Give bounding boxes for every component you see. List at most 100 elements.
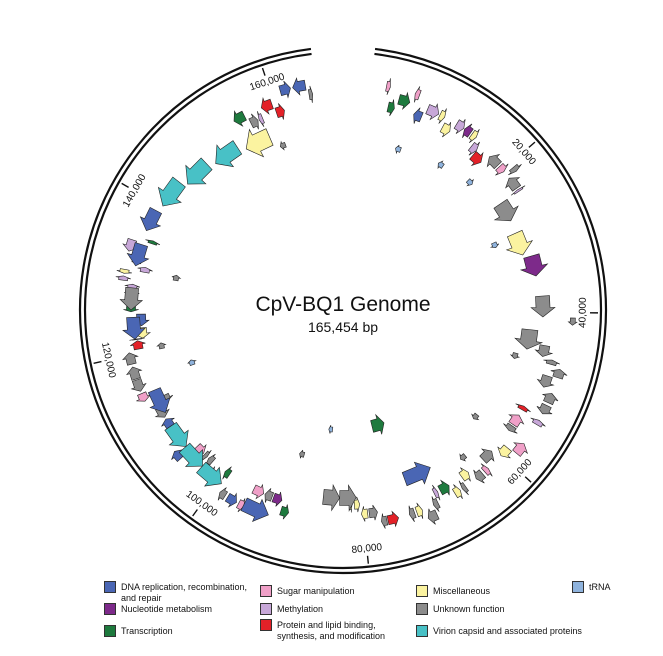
scale-tick <box>524 476 532 483</box>
gene-arrow <box>129 337 145 341</box>
gene-arrow <box>386 99 395 117</box>
gene-arrow <box>437 160 445 170</box>
gene-arrow <box>157 176 186 207</box>
gene-arrow <box>550 369 568 380</box>
gene-arrow <box>307 85 314 103</box>
gene-arrow <box>503 422 518 434</box>
gene-arrow <box>222 466 233 480</box>
gene-arrow <box>240 497 269 522</box>
legend-label: tRNA <box>589 582 611 592</box>
gene-track <box>115 77 578 529</box>
gene-arrow <box>217 487 229 501</box>
gene-arrow <box>459 453 468 462</box>
gene-arrow <box>453 119 466 134</box>
legend-swatch <box>416 625 428 637</box>
gene-arrow <box>187 359 197 366</box>
gene-arrow <box>458 480 469 496</box>
scale-tick <box>121 182 129 188</box>
gene-arrow <box>264 488 275 503</box>
legend-item-virion-capsid: Virion capsid and associated proteins <box>416 625 582 637</box>
scale-tick <box>192 509 198 517</box>
scale-tick <box>93 360 102 364</box>
gene-arrow <box>130 340 146 351</box>
gene-arrow <box>395 144 402 155</box>
gene-arrow <box>512 442 529 457</box>
gene-arrow <box>215 140 243 168</box>
gene-arrow <box>322 483 341 512</box>
legend-label: Miscellaneous <box>433 586 491 596</box>
gene-arrow <box>519 253 549 277</box>
gene-arrow <box>462 123 474 138</box>
scale-tick <box>261 67 266 76</box>
scale-label: 120,000 <box>99 341 117 379</box>
gene-arrow <box>185 157 213 185</box>
gene-arrow <box>196 461 222 487</box>
scale-label: 60,000 <box>506 457 535 487</box>
gene-arrow <box>279 140 287 151</box>
gene-arrow <box>397 91 411 111</box>
gene-arrow <box>530 417 546 428</box>
legend-label: Nucleotide metabolism <box>121 604 213 614</box>
legend-item-trna: tRNA <box>572 581 611 593</box>
gene-arrow <box>126 366 143 381</box>
gene-arrow <box>299 449 306 459</box>
legend-swatch <box>104 625 116 637</box>
gene-arrow <box>567 317 578 326</box>
gene-arrow <box>178 442 203 467</box>
gene-arrow <box>122 352 139 366</box>
gene-arrow <box>251 483 265 500</box>
gene-arrow <box>156 342 167 350</box>
gene-arrow <box>385 78 391 96</box>
gene-arrow <box>161 417 175 430</box>
gene-arrow <box>260 96 274 115</box>
gene-arrow <box>508 414 525 428</box>
gene-arrow <box>248 113 259 130</box>
gene-arrow <box>536 374 555 388</box>
gene-arrow <box>224 492 237 508</box>
scale-label: 100,000 <box>184 489 220 519</box>
legend-label: Sugar manipulation <box>277 586 355 596</box>
scale-tick <box>366 555 370 564</box>
gene-arrow <box>486 153 502 170</box>
gene-arrow <box>370 413 385 435</box>
gene-arrow <box>493 198 519 222</box>
gene-arrow <box>147 387 171 413</box>
gene-arrow <box>508 163 522 176</box>
gene-arrow <box>473 469 487 484</box>
gene-arrow <box>164 421 189 447</box>
legend-item-methylation: Methylation <box>260 603 323 615</box>
gene-arrow <box>235 498 246 513</box>
gene-arrow <box>514 328 544 350</box>
gene-arrow <box>145 239 161 246</box>
gene-arrow <box>431 496 441 512</box>
genome-title: CpV-BQ1 Genome <box>255 293 430 316</box>
gene-arrow <box>425 103 440 121</box>
gene-arrow <box>139 206 162 231</box>
gene-arrow <box>480 463 493 477</box>
gene-arrow <box>245 128 274 158</box>
legend-label: Transcription <box>121 626 173 636</box>
gene-arrow <box>361 506 369 522</box>
gene-arrow <box>368 504 378 521</box>
gene-arrow <box>292 77 307 96</box>
outer-ring <box>78 47 608 575</box>
gene-arrow <box>171 274 182 282</box>
legend-swatch <box>260 585 272 597</box>
legend-label: Virion capsid and associated proteins <box>433 626 582 636</box>
legend-label: Unknown function <box>433 604 505 614</box>
legend: DNA replication, recombination, and repa… <box>104 581 644 642</box>
gene-arrow <box>401 461 431 487</box>
legend-swatch <box>416 585 428 597</box>
gene-arrow <box>515 403 531 413</box>
gene-arrow <box>386 510 399 528</box>
legend-item-transcription: Transcription <box>104 625 173 637</box>
gene-arrow <box>439 122 451 138</box>
gene-arrow <box>471 412 480 421</box>
gene-arrow <box>497 444 513 459</box>
legend-swatch <box>104 581 116 593</box>
gene-arrow <box>136 391 151 402</box>
gene-arrow <box>119 286 144 311</box>
legend-swatch <box>260 619 272 631</box>
genome-ring <box>78 47 608 575</box>
scale-label: 80,000 <box>351 542 383 556</box>
